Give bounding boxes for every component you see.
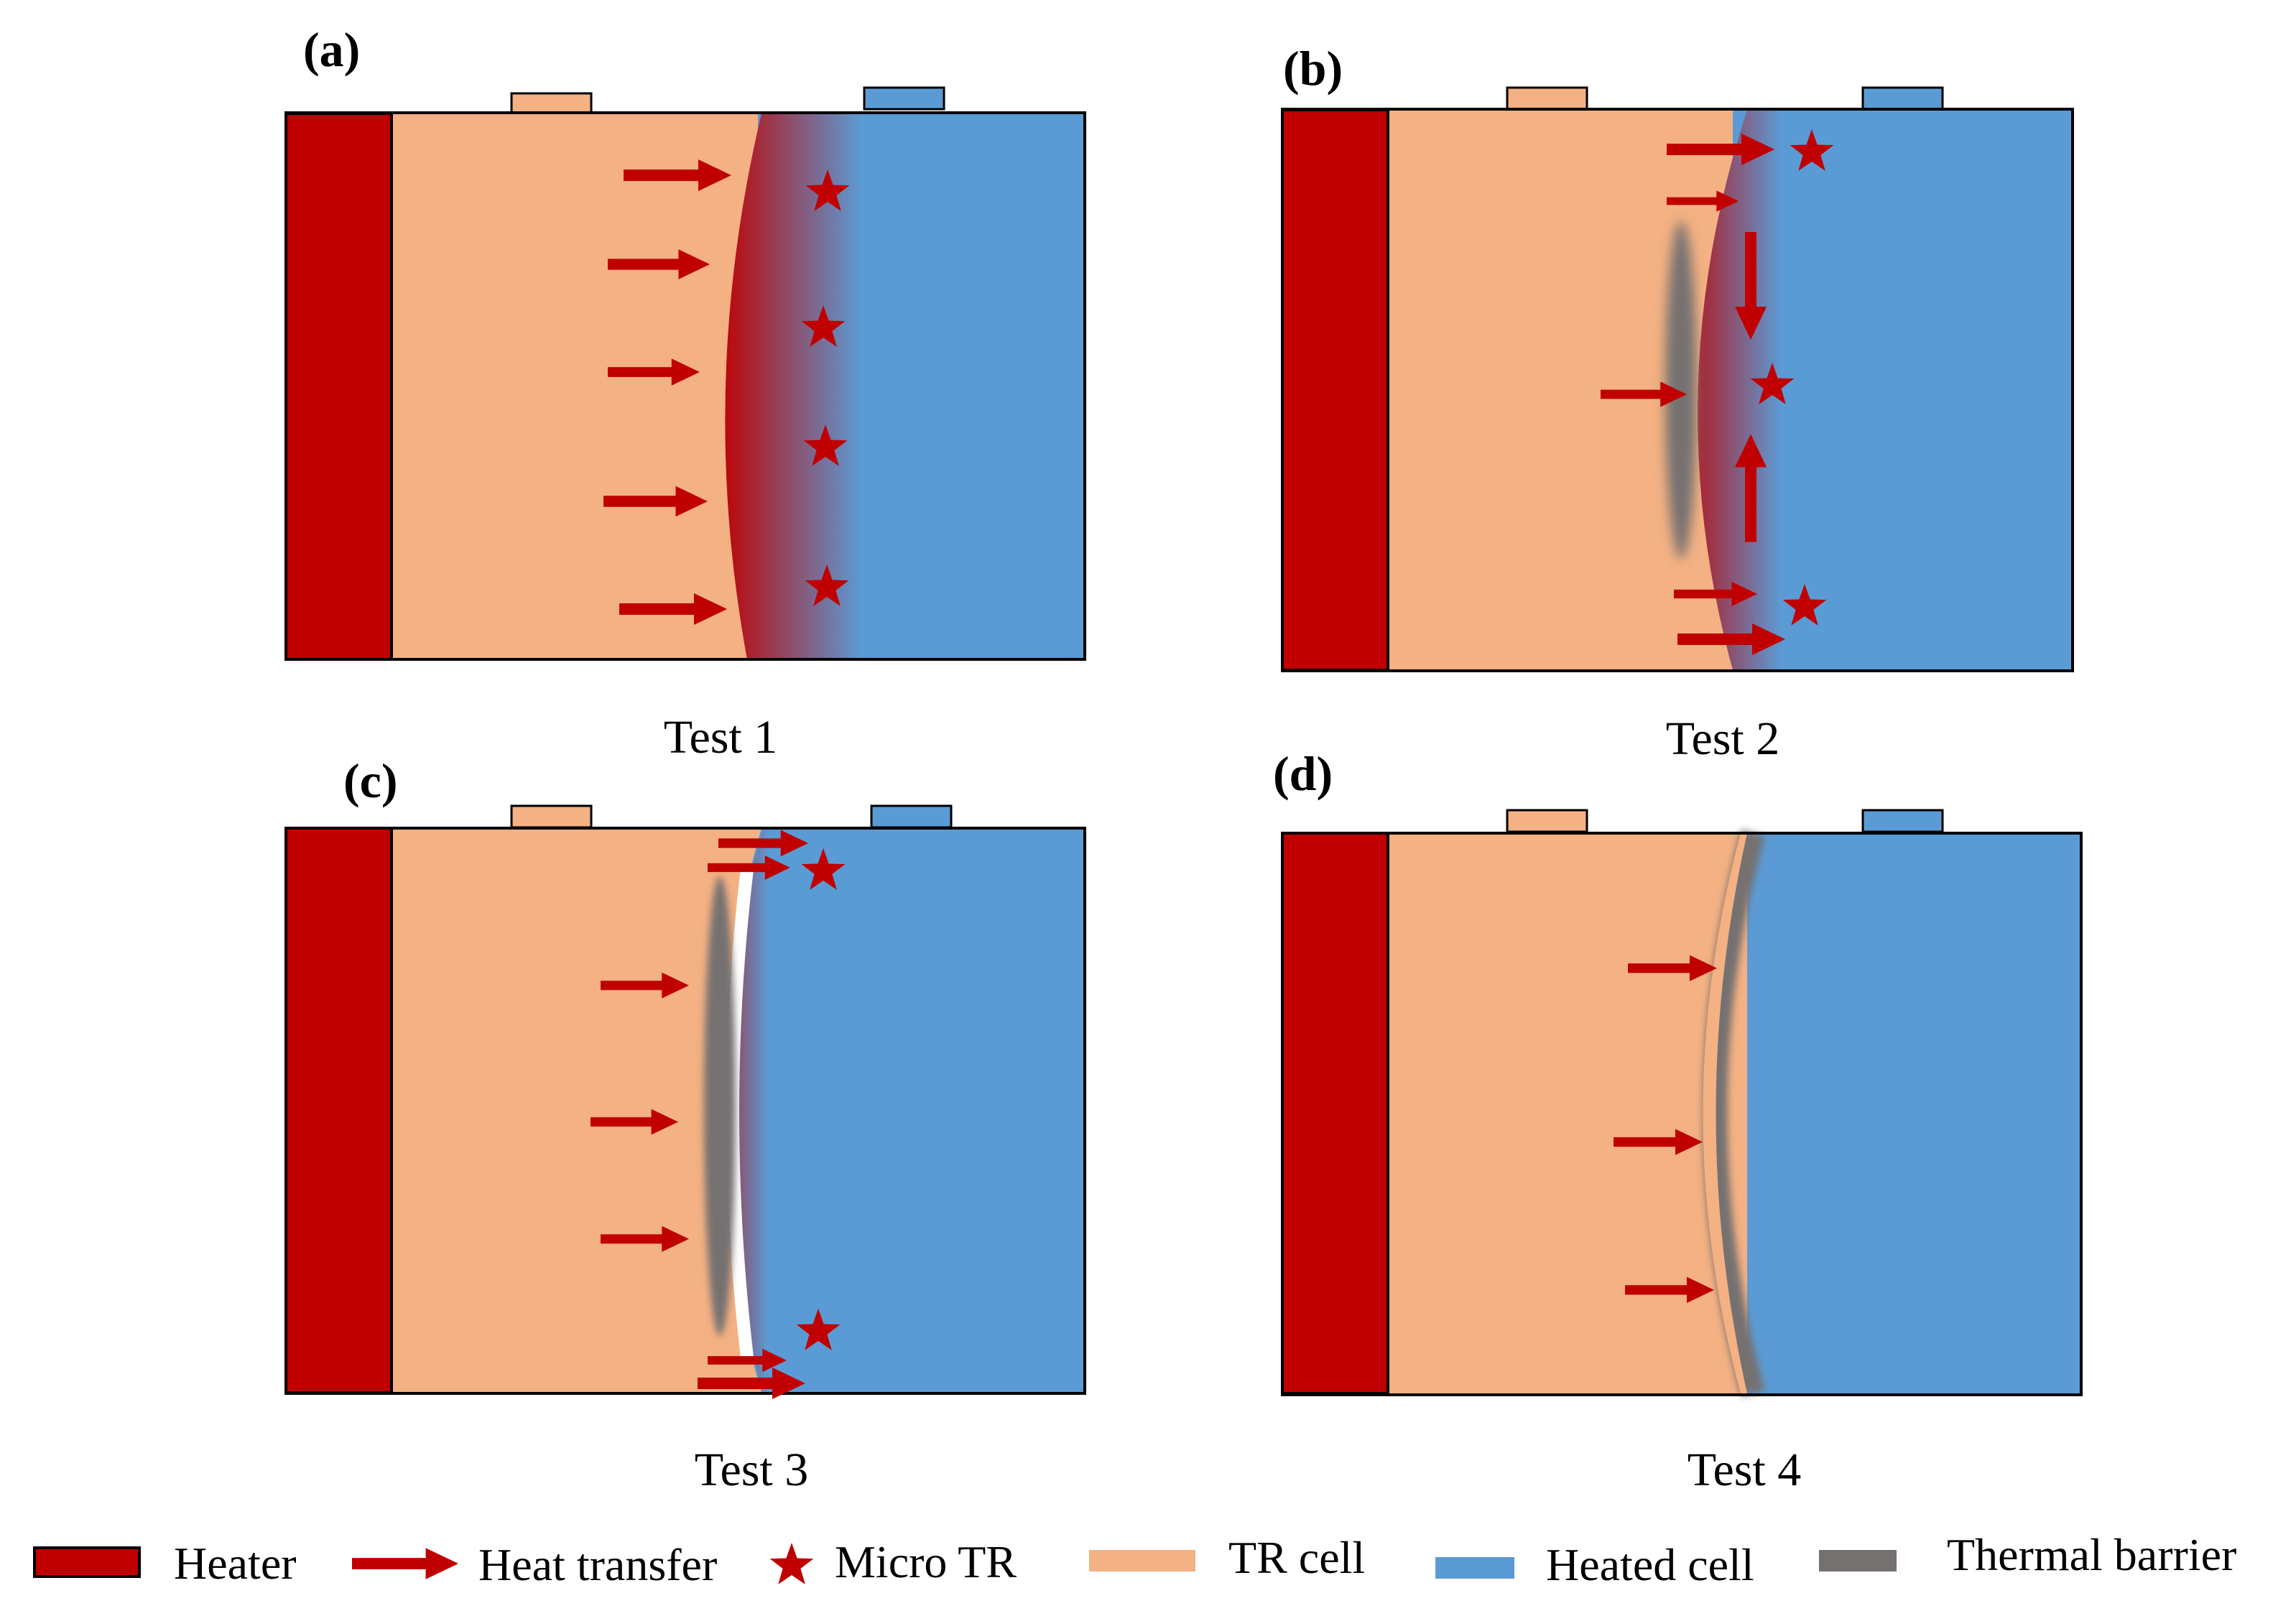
cell-outline <box>1281 108 2074 672</box>
heater-block <box>1281 832 1389 1395</box>
panel-b: (b) Test 2 <box>1281 41 2074 765</box>
terminal-heated-cell <box>1861 86 1944 111</box>
thermal-barrier-swatch <box>1819 1550 1897 1571</box>
terminal-heated-cell <box>863 86 945 111</box>
star-icon <box>769 1543 814 1584</box>
star-icon <box>803 424 848 466</box>
right-arrow-icon <box>352 1548 458 1579</box>
panel-label: (b) <box>1283 41 1343 96</box>
heater-block <box>1281 108 1389 672</box>
legend-label: TR cell <box>1228 1532 1365 1583</box>
terminal-heated-cell <box>870 804 953 829</box>
tr-cell-region <box>1388 833 1747 1393</box>
star-icon <box>1750 363 1795 404</box>
star-icon <box>769 1543 814 1584</box>
panel-caption: Test 2 <box>1666 712 1780 765</box>
legend: Heater Heat transfer Micro TR TR cell He… <box>33 1529 2236 1590</box>
heat-front <box>1698 110 1782 670</box>
legend-item-thermal-barrier: Thermal barrier <box>1819 1529 2236 1580</box>
legend-item-heated-cell: Heated cell <box>1435 1539 1754 1590</box>
cell-outline <box>284 827 1086 1395</box>
tr-cell-region <box>392 113 758 659</box>
panel-caption: Test 4 <box>1688 1444 1802 1496</box>
micro-tr-stars <box>796 848 846 1350</box>
panel-caption: Test 1 <box>664 711 778 763</box>
heater-block <box>284 827 393 1394</box>
legend-label: Thermal barrier <box>1947 1529 2236 1580</box>
thermal-barrier-fill <box>1703 833 1747 1393</box>
star-icon <box>805 170 850 211</box>
heater-block <box>284 112 393 661</box>
thermal-barrier <box>1665 221 1697 559</box>
tr-cell-region <box>392 828 722 1393</box>
micro-tr-stars <box>801 170 850 606</box>
terminal-tr-cell <box>510 804 593 829</box>
heated-cell-region <box>1733 108 2073 672</box>
legend-item-heat-transfer: Heat transfer <box>352 1539 717 1590</box>
legend-label: Heated cell <box>1546 1539 1754 1590</box>
star-icon <box>1790 129 1834 171</box>
legend-item-tr-cell: TR cell <box>1089 1532 1365 1583</box>
heated-cell-region <box>1747 833 2081 1393</box>
heater-swatch <box>33 1546 141 1578</box>
star-icon <box>1782 584 1827 626</box>
micro-tr-stars <box>1750 129 1834 626</box>
legend-label: Micro TR <box>835 1536 1017 1587</box>
panel-d: (d) Test 4 <box>1273 746 2083 1496</box>
star-icon <box>796 1309 841 1350</box>
panel-label: (c) <box>343 753 397 808</box>
panel-c: (c) Test 3 <box>284 753 1086 1496</box>
heat-front <box>725 113 866 659</box>
star-icon <box>801 305 846 347</box>
legend-item-heater: Heater <box>33 1538 297 1589</box>
cell-outline <box>1281 832 2083 1396</box>
star-icon <box>801 848 846 890</box>
panel-caption: Test 3 <box>695 1444 809 1496</box>
cell-outline <box>284 111 1086 661</box>
heated-cell-swatch <box>1435 1557 1514 1579</box>
terminal-tr-cell <box>1506 809 1588 833</box>
panel-label: (a) <box>303 22 360 77</box>
heated-cell-region <box>722 828 1085 1393</box>
thermal-barrier <box>704 876 736 1336</box>
legend-label: Heat transfer <box>478 1539 717 1590</box>
legend-item-micro-tr: Micro TR <box>769 1536 1017 1587</box>
star-icon <box>805 565 849 606</box>
terminal-tr-cell <box>1506 86 1588 111</box>
legend-label: Heater <box>174 1538 297 1589</box>
terminal-heated-cell <box>1861 809 1944 833</box>
panel-label: (d) <box>1273 746 1333 801</box>
tr-cell-swatch <box>1089 1550 1195 1571</box>
panel-a: (a) Test 1 <box>284 22 1086 763</box>
